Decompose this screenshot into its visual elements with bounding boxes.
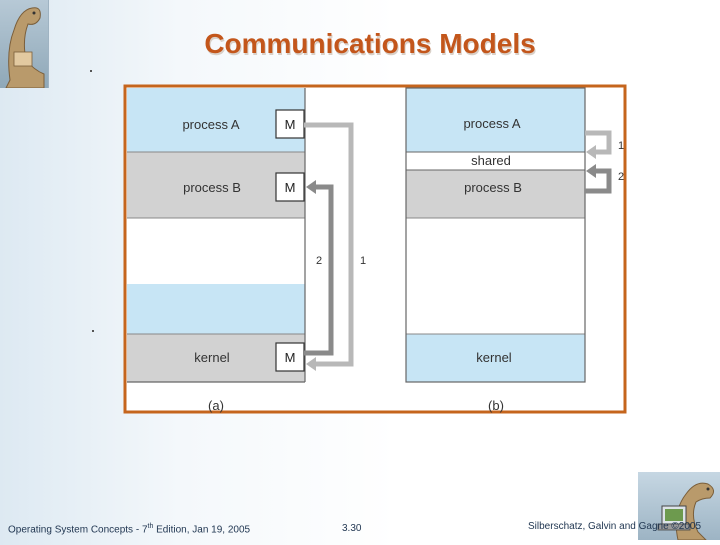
b-arrow-1-head (586, 145, 596, 159)
caption-b: (b) (488, 398, 504, 413)
caption-a: (a) (208, 398, 224, 413)
b-process-b-region (406, 170, 585, 218)
dinosaur-icon (5, 7, 45, 89)
a-arrow-1 (304, 122, 354, 367)
a-kernel-region (127, 334, 305, 382)
dinosaur-logo-top (0, 0, 49, 89)
b-process-a-label: process A (463, 116, 520, 131)
footer-left: Operating System Concepts - 7th Edition,… (8, 523, 251, 536)
bullet-dot (92, 330, 94, 332)
b-memory-outline (405, 87, 586, 383)
dinosaur-computer-icon (657, 482, 714, 541)
a-arrow-label-2: 2 (316, 255, 322, 267)
a-kernel-label: kernel (194, 350, 230, 365)
a-process-b-region (127, 152, 305, 218)
b-process-b-label: process B (464, 180, 522, 195)
a-arrow-1-head (306, 357, 316, 371)
a-arrow-2 (304, 184, 334, 356)
a-msg-label-3: M (285, 350, 296, 365)
a-process-a-region (127, 88, 305, 152)
b-kernel-region (406, 334, 585, 382)
a-msg-box-process-a (275, 109, 305, 139)
b-process-a-region (406, 88, 585, 152)
b-arrow-label-1: 1 (618, 140, 624, 152)
a-process-b-label: process B (183, 180, 241, 195)
footer-copyright: Silberschatz, Galvin and Gagne ©2005 (528, 521, 702, 532)
a-msg-box-kernel (275, 342, 305, 372)
dinosaur-logo-bottom (638, 472, 720, 541)
a-process-a-label: process A (182, 117, 239, 132)
a-msg-label-2: M (285, 180, 296, 195)
slide-title: Communications Models (204, 28, 536, 59)
a-msg-label-1: M (285, 117, 296, 132)
b-arrow-1 (585, 130, 612, 155)
footer-page-number: 3.30 (342, 523, 362, 534)
a-msg-box-process-b (275, 172, 305, 202)
bullet-dot (90, 70, 92, 72)
b-shared-label: shared (471, 153, 511, 168)
a-arrow-label-1: 1 (360, 255, 366, 267)
b-arrow-2-head (586, 164, 596, 178)
b-arrow-2 (585, 168, 612, 194)
b-shared-region (406, 152, 585, 170)
b-arrow-label-2: 2 (618, 171, 624, 183)
a-arrow-2-head (306, 180, 316, 194)
b-kernel-label: kernel (476, 350, 512, 365)
a-free-region (127, 284, 305, 334)
